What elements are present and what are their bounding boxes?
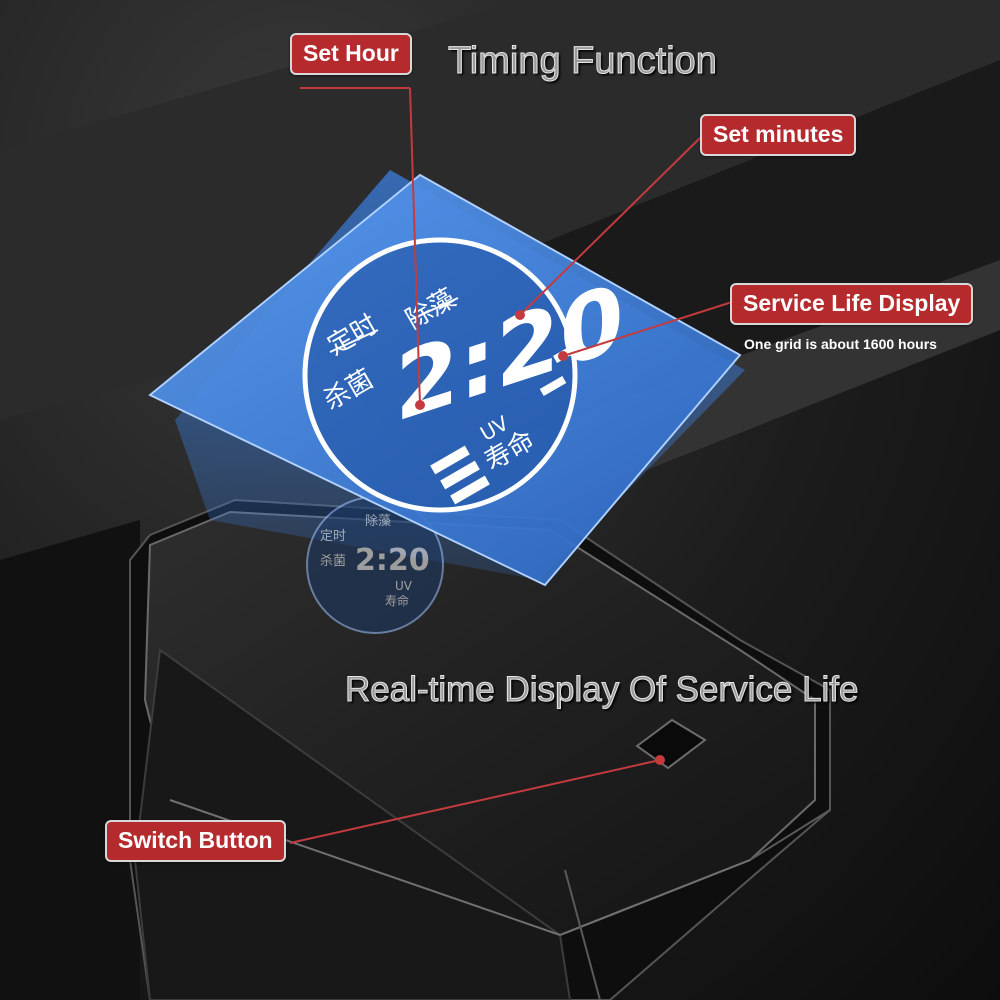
device-display-label-timing: 定时 — [320, 529, 346, 544]
life-bar-4 — [440, 460, 480, 490]
callout-set-minutes: Set minutes — [700, 114, 857, 156]
heading-realtime-display: Real-time Display Of Service Life — [345, 670, 859, 710]
set-hour-marker — [415, 400, 425, 410]
life-bar-3 — [430, 445, 470, 475]
switch-button-marker — [655, 755, 665, 765]
leader-lines — [289, 87, 733, 844]
heading-timing-function: Timing Function — [448, 40, 718, 83]
device-display-label-sterilize: 杀菌 — [320, 554, 346, 569]
callout-service-life: Service Life Display — [730, 283, 974, 325]
device-display-label-algae: 除藻 — [365, 514, 391, 529]
life-bar-5 — [450, 475, 490, 505]
callout-set-hour: Set Hour — [290, 33, 412, 75]
display-dial-ring — [302, 237, 578, 513]
device-display-digits: 2:20 — [355, 543, 430, 578]
service-life-note: One grid is about 1600 hours — [744, 336, 937, 352]
callout-switch-button: Switch Button — [105, 820, 286, 862]
device-display-label-uv: UV — [395, 579, 413, 593]
service-life-marker — [558, 351, 568, 361]
device-display-label-life: 寿命 — [385, 593, 409, 608]
life-bar-2 — [539, 376, 567, 396]
background-floor — [0, 520, 140, 1000]
projected-display-panel: 定时 除藻 杀菌 2:20 UV 寿命 — [148, 173, 742, 587]
controller-device — [129, 498, 831, 1000]
device-display: 定时 除藻 杀菌 2:20 UV 寿命 — [306, 496, 444, 634]
set-minutes-marker — [515, 310, 525, 320]
